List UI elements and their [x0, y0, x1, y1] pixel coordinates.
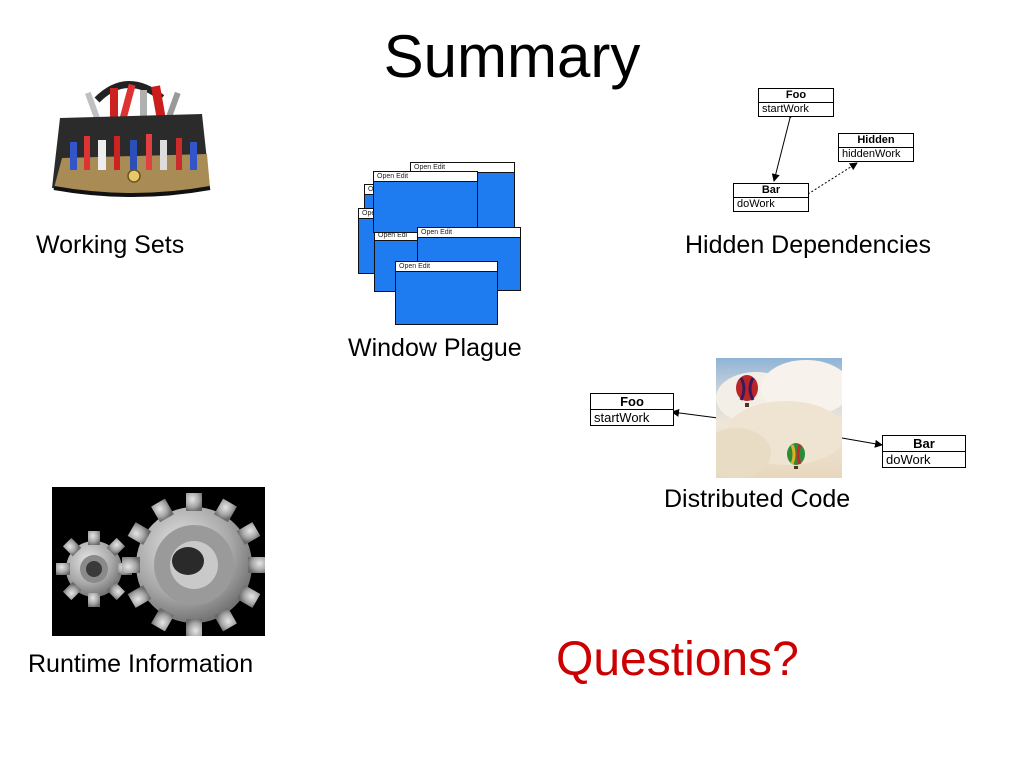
window-menu: Open Edit: [396, 262, 497, 272]
window-menu: Open Edit: [418, 228, 520, 238]
runtime-information-caption: Runtime Information: [28, 650, 254, 678]
hidden-dependencies-caption: Hidden Dependencies: [685, 231, 932, 259]
questions-heading: Questions?: [556, 633, 799, 686]
class-method: hiddenWork: [842, 148, 901, 160]
class-name: Foo: [759, 89, 833, 103]
class-method: doWork: [737, 198, 775, 210]
window-frame: Open Edit: [395, 261, 498, 325]
class-method: doWork: [886, 452, 931, 467]
window-menu: Open Edi: [375, 231, 427, 241]
hidden-class-box: Hidden hiddenWork: [838, 133, 914, 162]
toolbag-icon: [42, 70, 217, 205]
class-name: Hidden: [839, 134, 913, 148]
class-method: startWork: [594, 410, 650, 425]
window-plague-illustration: Open Edit Open Edi Open Edi Open Edi Ope…: [355, 160, 525, 328]
bar-class-box: Bar doWork: [882, 435, 966, 468]
slide-title: Summary: [383, 23, 641, 90]
foo-class-box: Foo startWork: [590, 393, 674, 426]
class-name: Bar: [734, 184, 808, 198]
working-sets-caption: Working Sets: [36, 231, 185, 259]
window-frame: Open Edit: [373, 171, 478, 233]
gears-icon: [52, 487, 265, 636]
class-name: Bar: [883, 436, 965, 452]
cloud-balloons-photo: [716, 358, 842, 478]
foo-class-box: Foo startWork: [758, 88, 834, 117]
window-plague-caption: Window Plague: [348, 334, 522, 362]
distributed-code-caption: Distributed Code: [664, 485, 851, 513]
class-name: Foo: [591, 394, 673, 410]
class-method: startWork: [762, 103, 809, 115]
window-menu: Open Edit: [374, 172, 477, 182]
bar-class-box: Bar doWork: [733, 183, 809, 212]
